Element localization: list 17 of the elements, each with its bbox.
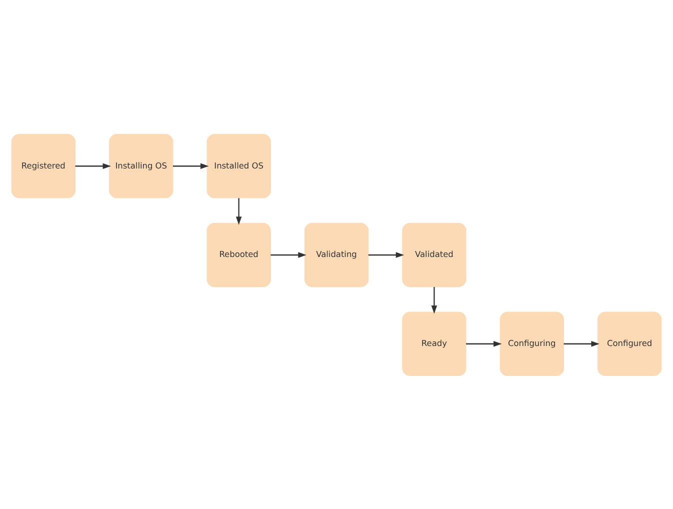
node-box: Ready bbox=[402, 311, 466, 376]
node-box: Registered bbox=[11, 134, 76, 198]
arrow bbox=[564, 340, 600, 346]
node-box: Configured bbox=[598, 311, 662, 376]
node-box: Installed OS bbox=[206, 134, 271, 198]
node-box: Configuring bbox=[500, 311, 564, 376]
arrow bbox=[431, 286, 438, 314]
arrow bbox=[368, 252, 404, 258]
node-box: Rebooted bbox=[206, 222, 271, 287]
arrow bbox=[270, 252, 306, 258]
arrow bbox=[75, 162, 111, 169]
arrow bbox=[236, 198, 242, 224]
node-box: Installing OS bbox=[109, 134, 174, 198]
node-box: Validating bbox=[304, 222, 369, 287]
node-box: Validated bbox=[402, 222, 466, 287]
arrow bbox=[466, 340, 502, 346]
arrow bbox=[172, 162, 209, 169]
